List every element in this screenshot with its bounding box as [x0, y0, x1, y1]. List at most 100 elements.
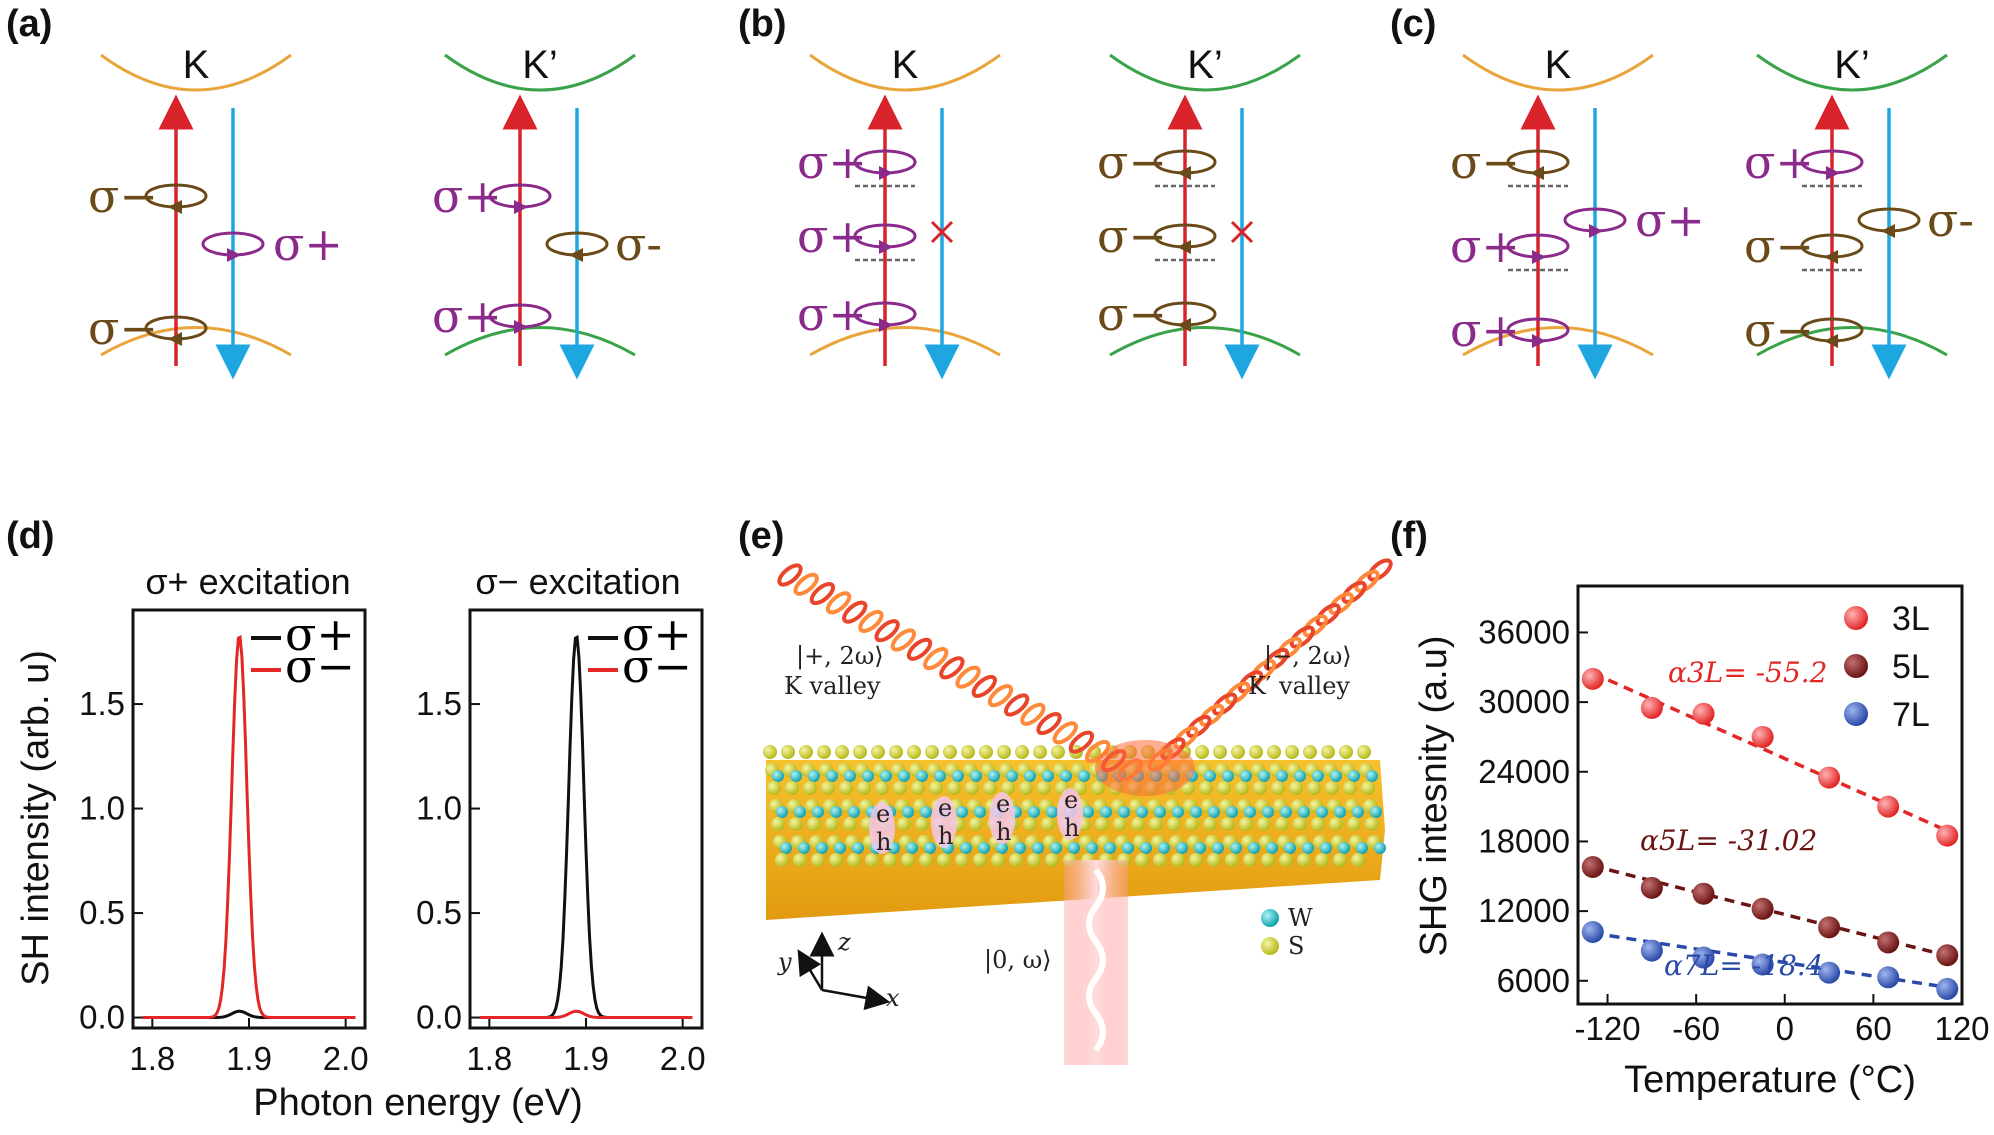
tungsten-atom	[1316, 806, 1328, 818]
data-point-5L	[1818, 916, 1841, 939]
legend-marker-3L	[1844, 606, 1868, 630]
sulfur-atom	[893, 781, 907, 795]
circular-arrow-right-icon	[879, 240, 893, 254]
legend-s-dot	[1261, 937, 1279, 955]
sulfur-atom	[965, 781, 979, 795]
helix-turn	[1224, 681, 1251, 705]
tungsten-atom	[1158, 842, 1170, 854]
helix-turn	[1186, 714, 1212, 739]
helix-turn	[874, 619, 900, 643]
tungsten-atom	[1348, 770, 1360, 782]
tungsten-atom	[1078, 770, 1090, 782]
y-tick-label: 0.0	[416, 999, 462, 1036]
sigma-label: σ−	[88, 169, 158, 223]
sulfur-atom	[1275, 817, 1289, 831]
sulfur-atom	[1257, 817, 1271, 831]
sulfur-atom	[1351, 853, 1365, 867]
incident-beam	[1064, 860, 1128, 1065]
tungsten-atom	[1240, 770, 1252, 782]
helix-turn	[1276, 636, 1303, 660]
helix-turn	[987, 684, 1014, 708]
sulfur-atom	[857, 781, 871, 795]
panel-f-frame	[1576, 584, 1964, 1006]
sulfur-atom	[1135, 853, 1149, 867]
sulfur-atom	[817, 745, 831, 759]
sulfur-atom	[997, 745, 1011, 759]
sulfur-atom	[1113, 817, 1127, 831]
tungsten-atom	[1334, 806, 1346, 818]
sulfur-atom	[835, 745, 849, 759]
sulfur-atom	[793, 853, 807, 867]
x-tick-label: -60	[1672, 1010, 1720, 1047]
tungsten-atom	[924, 842, 936, 854]
valence-band	[1756, 326, 1948, 357]
sulfur-atom	[1365, 817, 1379, 831]
series-sigma-plus-line	[479, 634, 693, 1019]
data-point-7L	[1818, 961, 1841, 984]
helix-turn	[1328, 591, 1354, 616]
sigma-label: σ-	[615, 217, 662, 271]
tungsten-atom	[1028, 806, 1040, 818]
conduction-band	[444, 53, 636, 92]
tungsten-atom	[1284, 842, 1296, 854]
y-tick-label: 18000	[1478, 822, 1570, 859]
helix-turn	[1302, 614, 1328, 638]
y-tick-label: 30000	[1478, 683, 1570, 720]
circular-arrow-right-icon	[879, 318, 893, 332]
k-valley-label: K valley	[784, 672, 881, 700]
tungsten-atom	[1320, 842, 1332, 854]
exciton	[1057, 788, 1083, 840]
sulfur-atom	[1131, 817, 1145, 831]
tungsten-atom	[1294, 770, 1306, 782]
data-point-3L	[1877, 795, 1900, 818]
tungsten-atom	[852, 842, 864, 854]
data-point-7L	[1877, 966, 1900, 989]
data-point-7L	[1936, 977, 1959, 1000]
sulfur-atom	[1185, 817, 1199, 831]
helix-turn	[1052, 721, 1078, 745]
legend-w-dot	[1261, 909, 1279, 927]
axis-x-arrow	[821, 985, 891, 1011]
panel-label-c: (c)	[1390, 3, 1436, 45]
data-point-7L	[1640, 939, 1663, 962]
sulfur-atom	[973, 853, 987, 867]
valley-label: K	[1545, 43, 1572, 87]
series-sigma-minus-line	[479, 1009, 693, 1019]
valley-label: K	[892, 43, 919, 87]
tungsten-atom	[1050, 842, 1062, 854]
tungsten-atom	[1208, 806, 1220, 818]
tungsten-atom	[916, 770, 928, 782]
conduction-band	[100, 53, 292, 92]
kp-state-label: |−, 2ω⟩	[1264, 642, 1352, 671]
x-tick-label: 2.0	[660, 1040, 706, 1077]
y-tick-label: 1.0	[416, 790, 462, 827]
sulfur-atom	[1249, 745, 1263, 759]
sulfur-atom	[943, 745, 957, 759]
valley-label: K’	[522, 43, 558, 87]
sigma-label: σ+	[432, 169, 502, 223]
sulfur-atom	[1339, 745, 1353, 759]
sulfur-atom	[875, 781, 889, 795]
valence-band	[1462, 326, 1654, 357]
legend-w-label: W	[1288, 904, 1313, 932]
sulfur-atom	[1347, 817, 1361, 831]
sulfur-atom	[847, 853, 861, 867]
data-point-5L	[1640, 876, 1663, 899]
sulfur-atom	[1217, 781, 1231, 795]
sulfur-atom	[1329, 817, 1343, 831]
circular-arrow-right-icon	[514, 320, 528, 334]
tungsten-atom	[978, 842, 990, 854]
tungsten-atom	[1100, 806, 1112, 818]
tungsten-atom	[1082, 806, 1094, 818]
sulfur-atom	[803, 781, 817, 795]
tungsten-atom	[1154, 806, 1166, 818]
y-tick-label: 1.5	[416, 685, 462, 722]
data-point-7L	[1581, 921, 1604, 944]
tungsten-atom	[902, 806, 914, 818]
sulfur-atom	[1221, 817, 1235, 831]
tungsten-atom	[1140, 842, 1152, 854]
sulfur-atom	[1153, 853, 1167, 867]
circular-arrow-left-icon	[1177, 318, 1191, 332]
